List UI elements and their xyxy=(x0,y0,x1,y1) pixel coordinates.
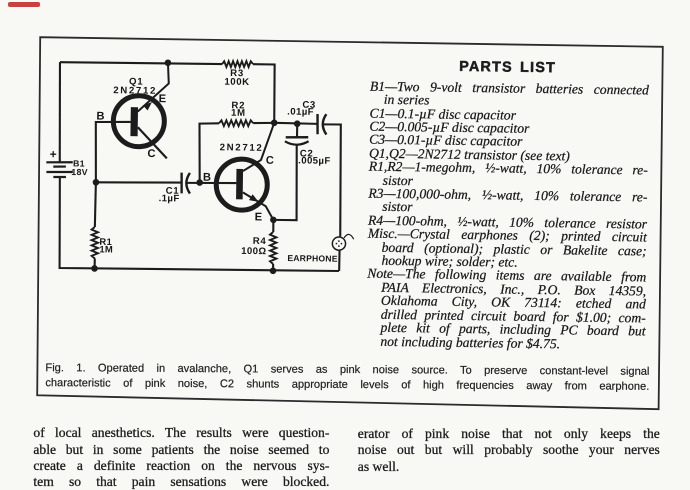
svg-text:B: B xyxy=(203,172,211,184)
svg-text:C: C xyxy=(147,148,155,160)
svg-text:E: E xyxy=(255,211,263,223)
svg-text:2N2712: 2N2712 xyxy=(220,142,264,154)
svg-text:.005µF: .005µF xyxy=(298,155,331,166)
svg-text:100Ω: 100Ω xyxy=(241,246,266,257)
svg-text:.01µF: .01µF xyxy=(287,106,314,117)
svg-text:1M: 1M xyxy=(99,243,113,254)
svg-text:B: B xyxy=(96,110,104,122)
svg-text:EARPHONE: EARPHONE xyxy=(287,253,338,264)
svg-text:2N2712: 2N2712 xyxy=(113,85,157,97)
svg-text:1M: 1M xyxy=(231,108,246,119)
svg-text:+: + xyxy=(50,147,57,161)
svg-text:.1µF: .1µF xyxy=(159,193,180,204)
svg-text:C: C xyxy=(266,155,274,167)
svg-text:18V: 18V xyxy=(71,167,88,177)
svg-text:E: E xyxy=(159,93,167,105)
svg-text:100K: 100K xyxy=(224,77,249,88)
